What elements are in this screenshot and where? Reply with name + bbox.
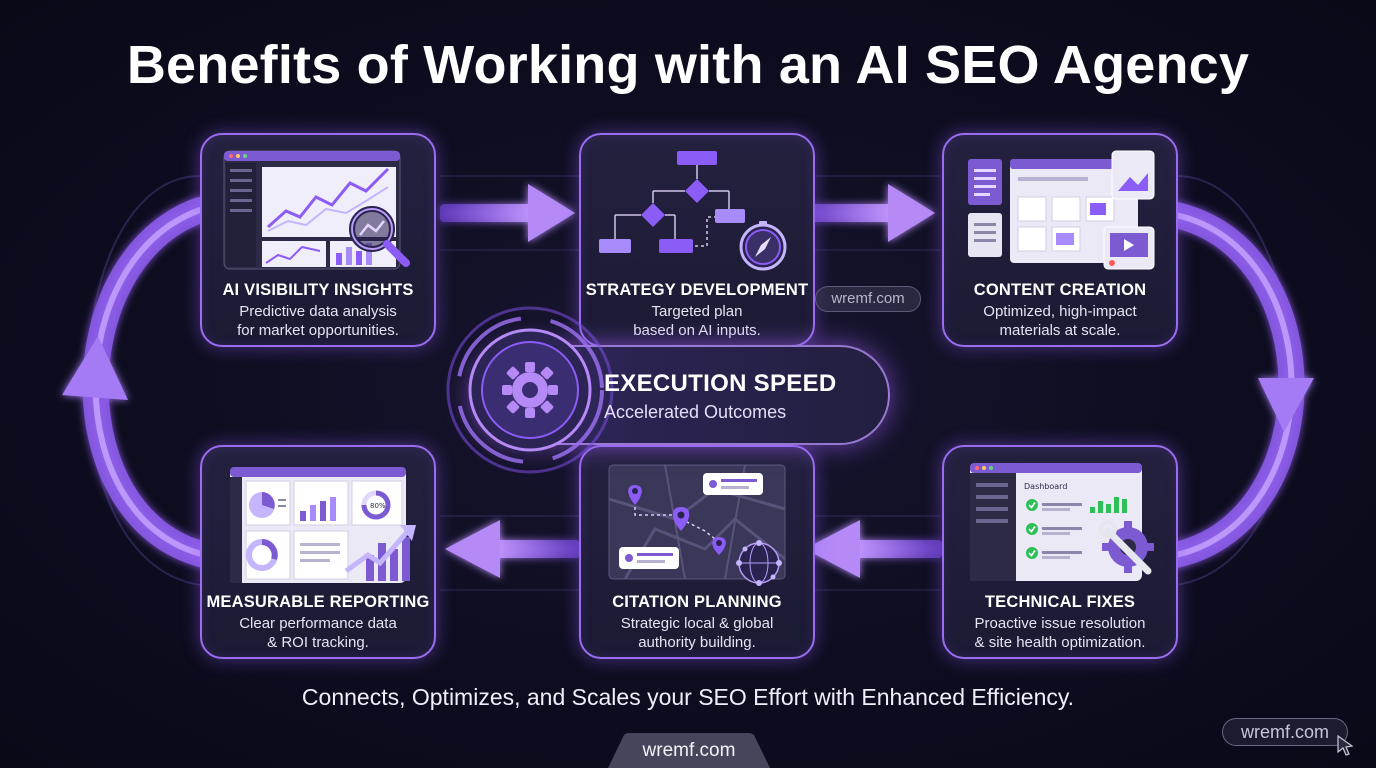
bottom-arrow-1 <box>805 520 942 578</box>
card-description-line: & site health optimization. <box>974 634 1146 651</box>
card-description-line: & ROI tracking. <box>267 634 369 651</box>
card-description: Clear performance data & ROI tracking. <box>210 614 426 652</box>
card-citation-planning: CITATION PLANNING Strategic local & glob… <box>579 445 815 659</box>
card-description-line: Predictive data analysis <box>239 303 397 320</box>
left-loop-arrow <box>62 197 218 568</box>
right-loop-arrow <box>1163 202 1314 568</box>
analytics-dashboard-illustration <box>223 150 410 270</box>
dashboard-label: Dashboard <box>1024 482 1067 491</box>
card-description-line: authority building. <box>638 634 756 651</box>
hub-subtitle: Accelerated Outcomes <box>604 402 787 422</box>
content-layout-illustration <box>968 150 1155 270</box>
card-description: Predictive data analysis for market oppo… <box>210 302 426 340</box>
flowchart-compass-illustration <box>599 151 787 271</box>
card-title: AI VISIBILITY INSIGHTS <box>222 281 414 299</box>
hub-title: EXECUTION SPEED <box>604 370 837 397</box>
gear-icon <box>502 362 558 418</box>
watermark-center: wremf.com <box>815 286 921 312</box>
reporting-dashboard-illustration: 80% <box>230 467 416 583</box>
watermark-corner: wremf.com <box>1222 718 1348 746</box>
card-description: Optimized, high-impact materials at scal… <box>952 302 1168 340</box>
card-title: MEASURABLE REPORTING <box>206 593 430 611</box>
hub-ring-icon <box>446 306 614 474</box>
map-pins-illustration <box>608 464 786 586</box>
card-title: TECHNICAL FIXES <box>984 593 1136 611</box>
card-description-line: Strategic local & global <box>620 615 774 632</box>
card-title: CONTENT CREATION <box>973 281 1147 299</box>
card-description: Targeted plan based on AI inputs. <box>589 302 805 340</box>
bottom-arrow-2 <box>445 520 580 578</box>
card-description-line: materials at scale. <box>999 322 1121 339</box>
card-technical-fixes: Dashboard TECHNICAL FIXES Proactive issu… <box>942 445 1178 659</box>
bottom-tab <box>608 733 770 768</box>
card-measurable-reporting: 80% MEASURABLE REPORTING Clear performan… <box>200 445 436 659</box>
technical-dashboard-illustration: Dashboard <box>970 463 1154 581</box>
card-strategy-development: STRATEGY DEVELOPMENT Targeted plan based… <box>579 133 815 347</box>
card-content-creation: CONTENT CREATION Optimized, high-impact … <box>942 133 1178 347</box>
card-description-line: based on AI inputs. <box>633 322 761 339</box>
percent-label: 80% <box>370 502 386 510</box>
card-ai-visibility-insights: AI VISIBILITY INSIGHTS Predictive data a… <box>200 133 436 347</box>
top-arrow-1 <box>440 184 575 242</box>
card-description-line: Targeted plan <box>651 303 743 320</box>
card-title: CITATION PLANNING <box>612 593 782 611</box>
card-description-line: Proactive issue resolution <box>974 615 1146 632</box>
cursor-icon <box>1337 734 1354 756</box>
watermark-bottom-tab: wremf.com <box>642 740 736 761</box>
top-arrow-2 <box>798 184 935 242</box>
footer-tagline: Connects, Optimizes, and Scales your SEO… <box>301 684 1075 710</box>
card-description-line: Clear performance data <box>239 615 397 632</box>
card-description: Proactive issue resolution & site health… <box>952 614 1168 652</box>
card-description-line: for market opportunities. <box>237 322 399 339</box>
card-description-line: Optimized, high-impact <box>983 303 1137 320</box>
page-title: Benefits of Working with an AI SEO Agenc… <box>126 35 1250 95</box>
card-description: Strategic local & global authority build… <box>589 614 805 652</box>
card-title: STRATEGY DEVELOPMENT <box>585 281 809 299</box>
